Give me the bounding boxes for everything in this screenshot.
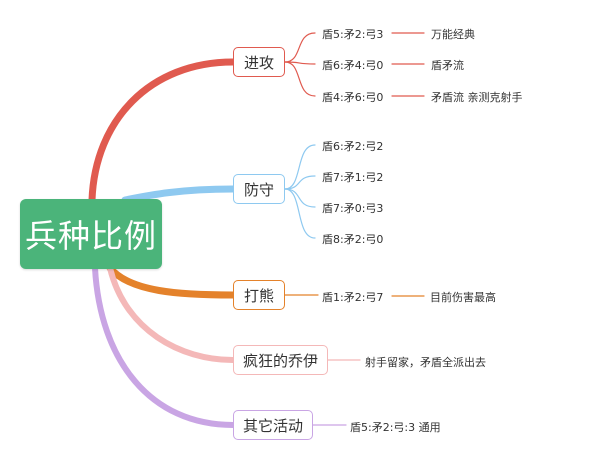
branch-mummy[interactable]: 疯狂的乔伊 <box>233 345 328 375</box>
branch-bear[interactable]: 打熊 <box>233 280 285 310</box>
leaf-defense-2[interactable]: 盾7:矛1:弓2 <box>322 171 384 184</box>
leaf-attack-2[interactable]: 盾6:矛4:弓0 <box>322 59 384 72</box>
note-attack-1: 万能经典 <box>431 28 475 41</box>
branch-mummy-label: 疯狂的乔伊 <box>242 351 318 370</box>
leaf-attack-1[interactable]: 盾5:矛2:弓3 <box>322 28 384 41</box>
leaf-other-1[interactable]: 盾5:矛2:弓:3 通用 <box>350 421 441 434</box>
connector-other <box>92 265 236 428</box>
branch-attack-label: 进攻 <box>243 53 274 72</box>
leaf-defense-1[interactable]: 盾6:矛2:弓2 <box>322 140 384 153</box>
leaf-mummy-1[interactable]: 射手留家，矛盾全派出去 <box>365 356 486 369</box>
branch-attack[interactable]: 进攻 <box>233 47 285 77</box>
leaf-attack-3[interactable]: 盾4:矛6:弓0 <box>322 91 384 104</box>
note-attack-2: 盾矛流 <box>431 59 464 72</box>
attack-link-1 <box>284 32 316 63</box>
branch-defense[interactable]: 防守 <box>233 174 285 204</box>
leaf-bear-1[interactable]: 盾1:矛2:弓7 <box>322 291 384 304</box>
defense-link-4 <box>284 188 316 239</box>
root-label: 兵种比例 <box>24 217 157 255</box>
leaf-defense-4[interactable]: 盾8:矛2:弓0 <box>322 233 384 246</box>
connector-attack <box>88 58 237 204</box>
branch-other-label: 其它活动 <box>242 416 303 435</box>
branch-other[interactable]: 其它活动 <box>233 410 313 440</box>
defense-link-3 <box>284 188 316 208</box>
connector-mummy <box>107 265 236 363</box>
attack-link-3 <box>284 61 316 97</box>
defense-link-1 <box>284 144 316 190</box>
branch-defense-label: 防守 <box>243 180 274 199</box>
connector-defense <box>121 185 237 204</box>
note-attack-3: 矛盾流 亲测克射手 <box>431 91 523 104</box>
root-node[interactable]: 兵种比例 <box>20 199 162 269</box>
branch-bear-label: 打熊 <box>243 286 274 305</box>
connector-bear <box>106 264 237 299</box>
defense-link-2 <box>284 175 316 190</box>
note-bear-1: 目前伤害最高 <box>430 291 496 304</box>
leaf-defense-3[interactable]: 盾7:矛0:弓3 <box>322 202 384 215</box>
